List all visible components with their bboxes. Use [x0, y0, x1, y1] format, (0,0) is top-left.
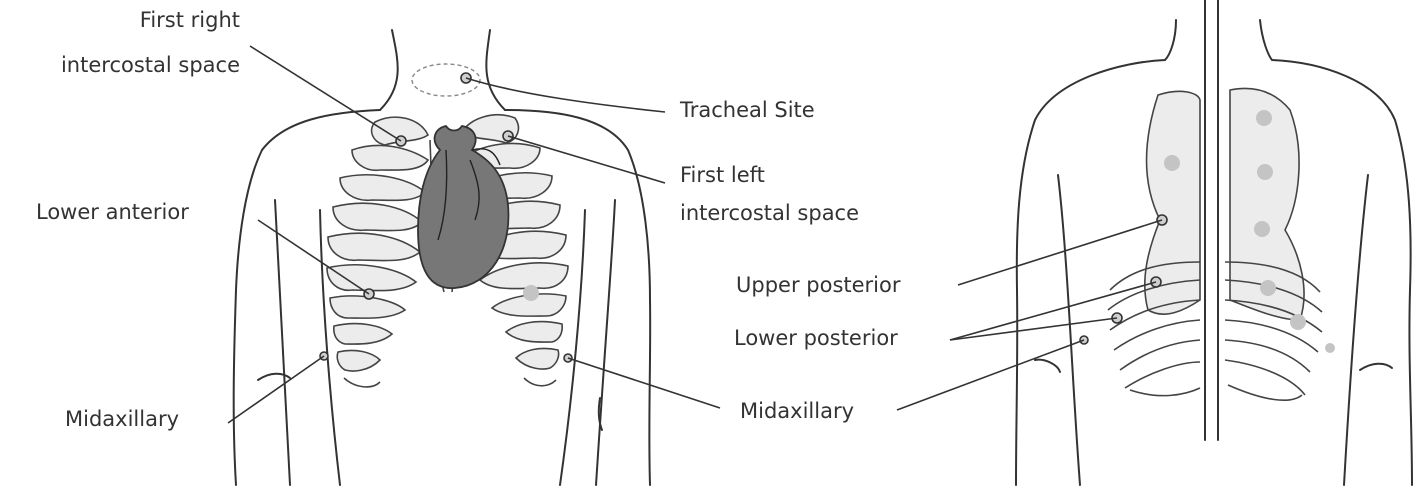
- label-first-left-line2: intercostal space: [680, 201, 859, 225]
- label-upper-posterior: Upper posterior: [736, 273, 901, 297]
- back-rib-cage: [1108, 88, 1322, 400]
- label-first-right-line2: intercostal space: [61, 53, 240, 77]
- back-leader-lines: [897, 220, 1162, 410]
- label-lower-posterior: Lower posterior: [734, 326, 898, 350]
- label-first-left-line1: First left: [680, 163, 765, 187]
- label-midaxillary-left: Midaxillary: [65, 407, 179, 431]
- label-tracheal-site: Tracheal Site: [679, 98, 815, 122]
- label-first-right-line1: First right: [140, 8, 240, 32]
- label-lower-anterior: Lower anterior: [36, 200, 189, 224]
- site-lower-anterior-right: [523, 285, 539, 301]
- label-midaxillary-right: Midaxillary: [740, 399, 854, 423]
- back-torso: [1016, 0, 1412, 485]
